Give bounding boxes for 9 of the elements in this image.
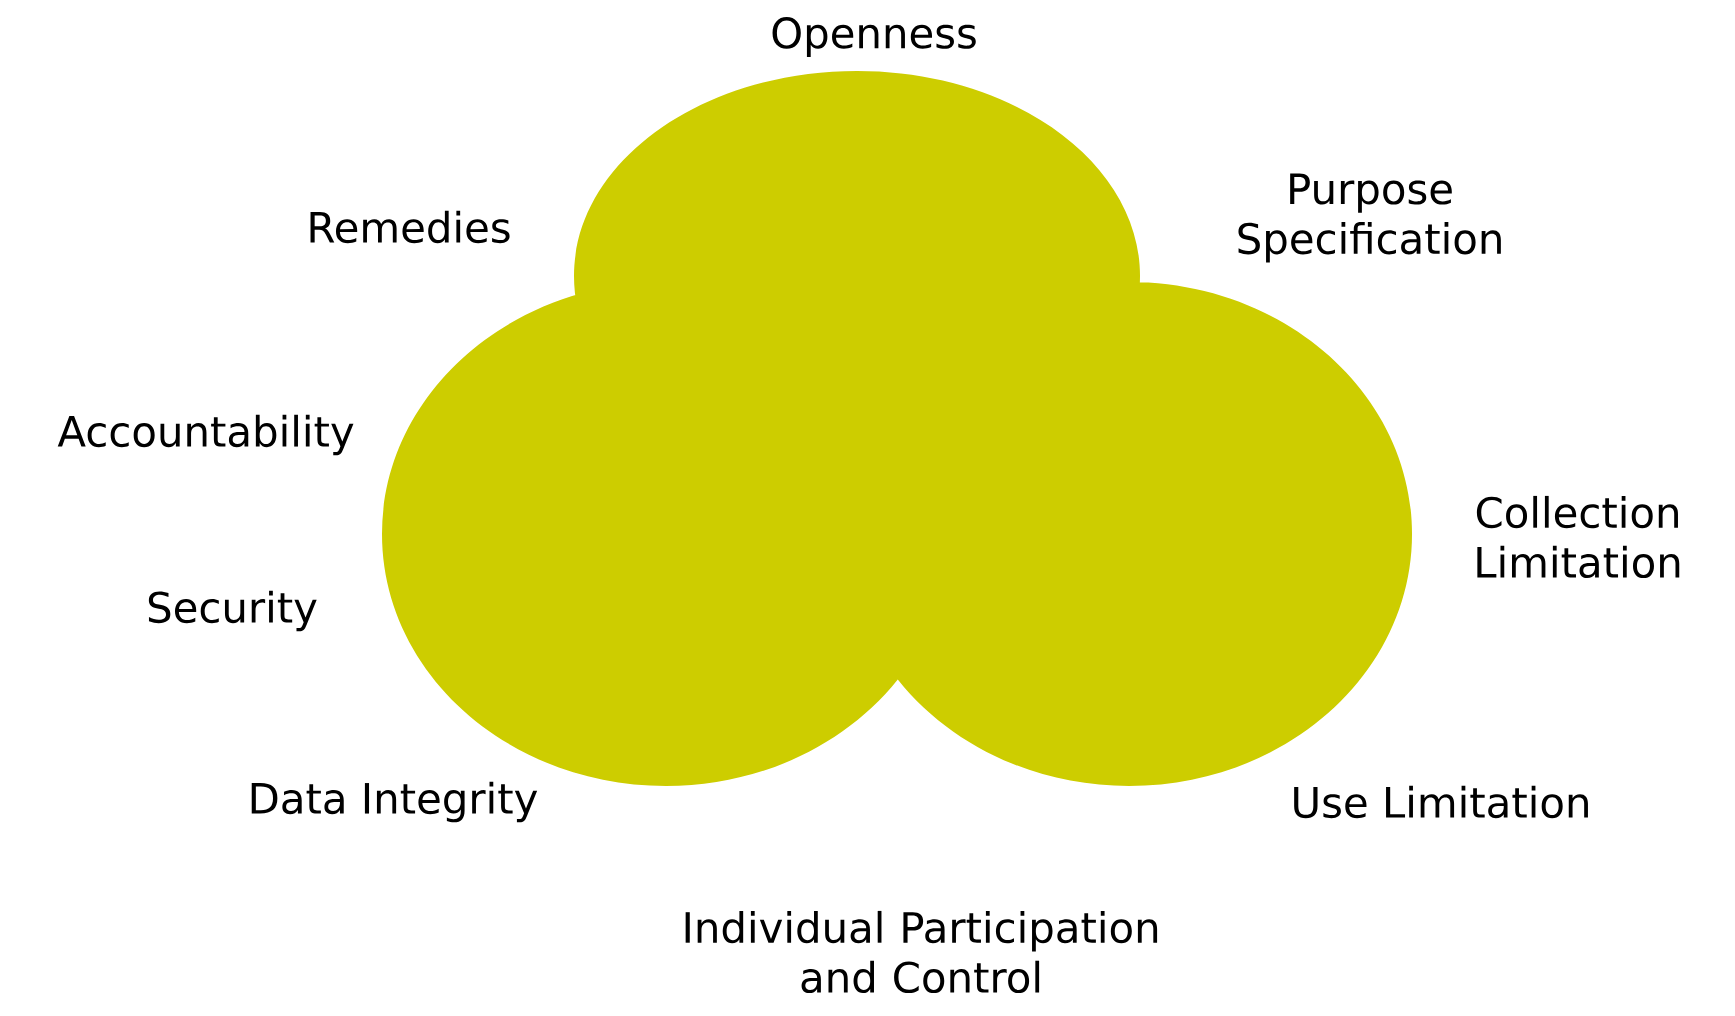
label-text: Individual Participation and Control xyxy=(685,910,1158,994)
label-text: Accountability xyxy=(57,414,354,456)
label-text: Security xyxy=(148,590,317,632)
label-text: Purpose Specification xyxy=(1238,173,1501,263)
label-text: Data Integrity xyxy=(251,781,538,823)
label-text: Openness xyxy=(772,17,976,57)
label-text: Use Limitation xyxy=(1294,785,1588,819)
label-text: Collection Limitation xyxy=(1476,495,1680,579)
label-text: Remedies xyxy=(310,210,510,244)
